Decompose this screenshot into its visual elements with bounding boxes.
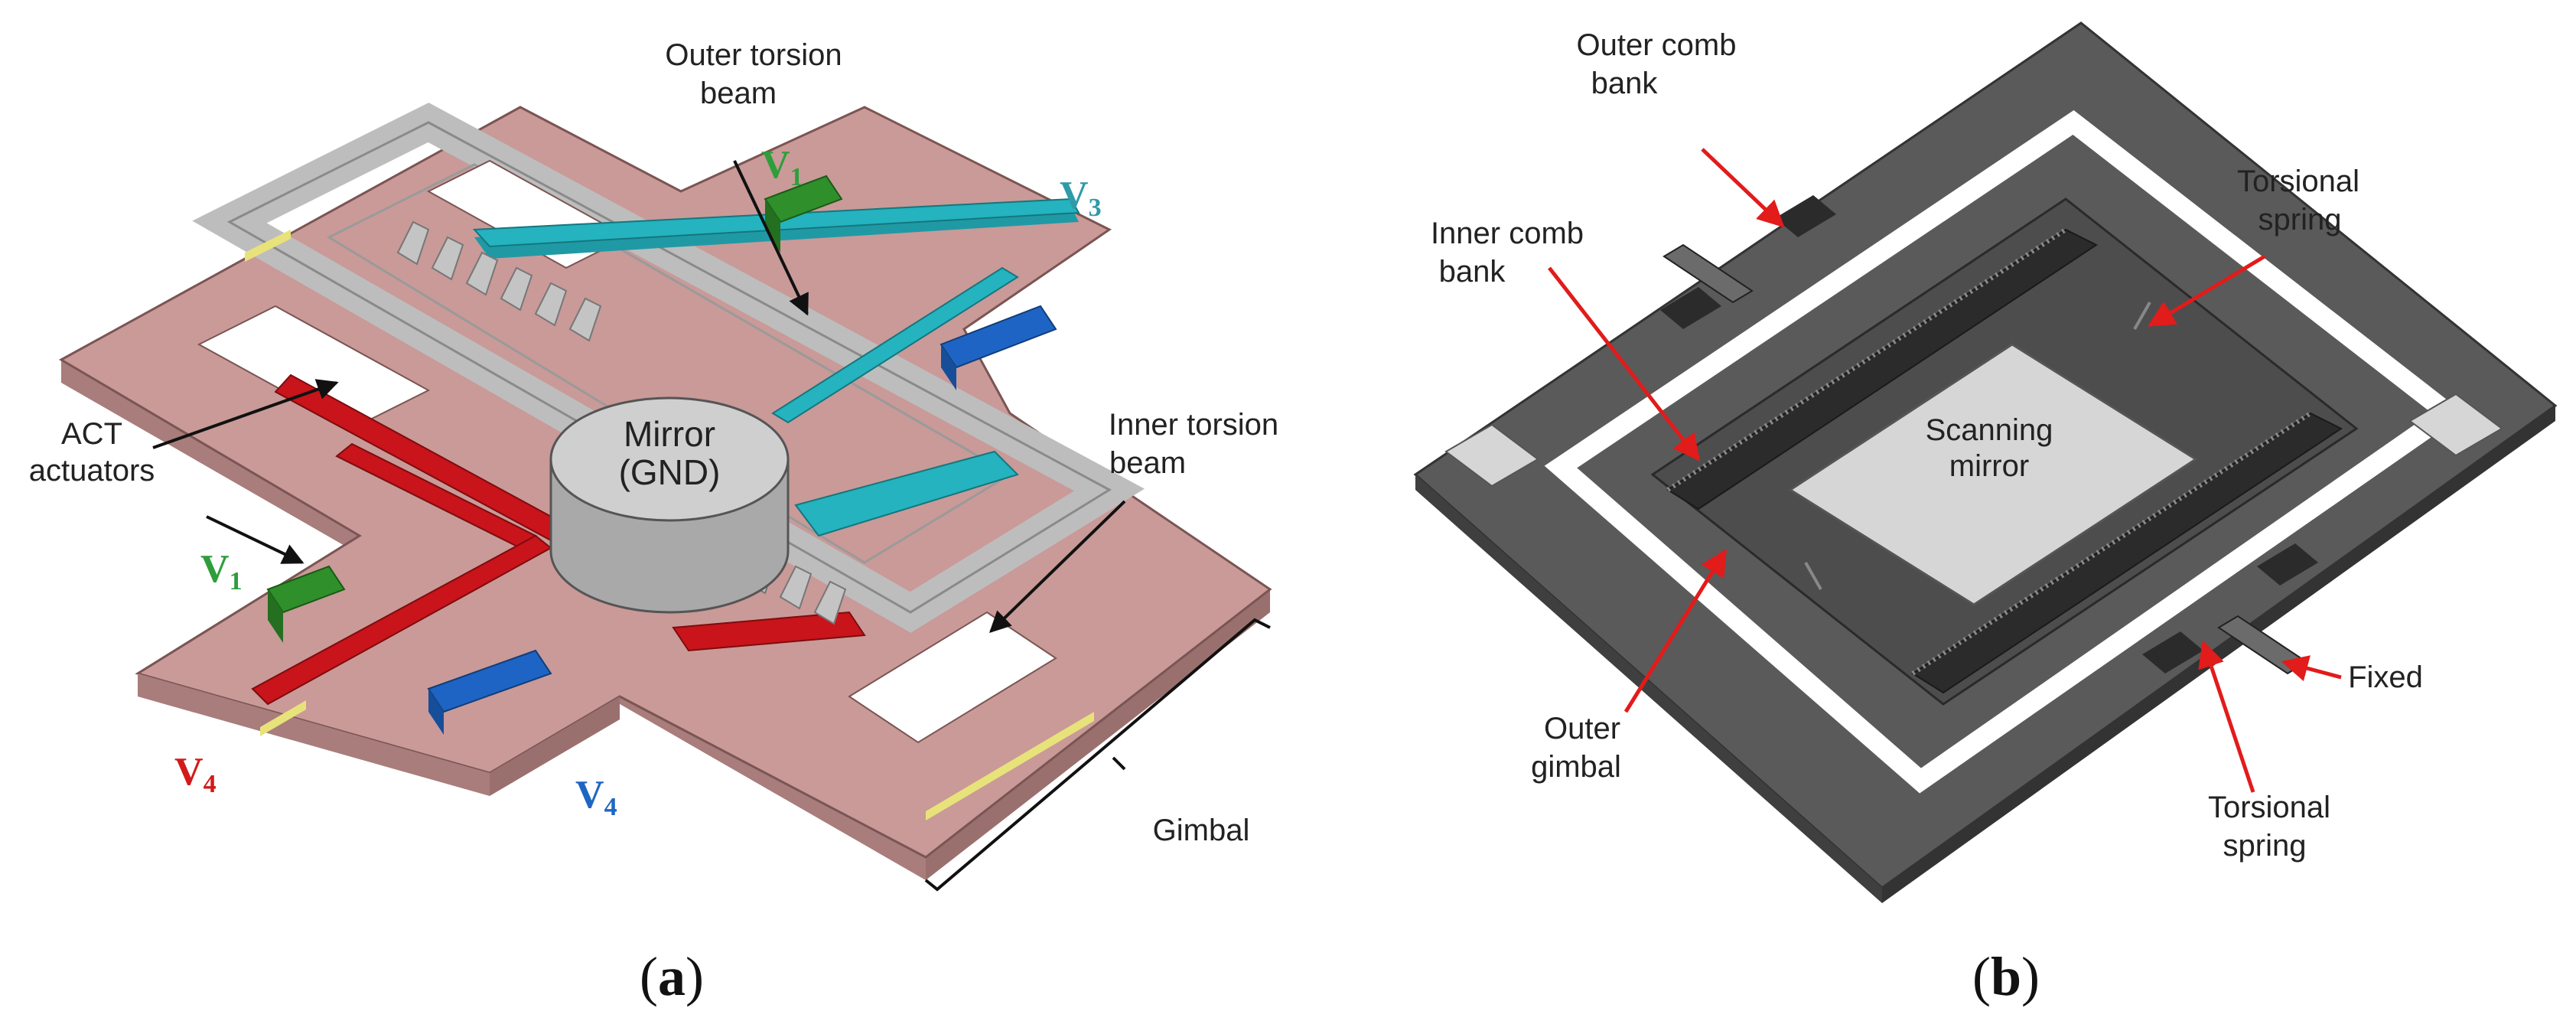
label-outer-gimbal-2: gimbal	[1531, 750, 1621, 784]
label-inner-torsion-beam-2: beam	[1109, 446, 1186, 480]
label-torsional-spring-top-1: Torsional	[2237, 165, 2359, 198]
annotation-arrows-b	[1548, 148, 2342, 793]
voltage-v3: V3	[1060, 174, 1102, 222]
label-outer-torsion-beam-1: Outer torsion	[665, 38, 842, 72]
caption-a: (a)	[640, 946, 704, 1007]
label-inner-comb-bank-1: Inner comb	[1431, 217, 1584, 250]
caption-b: (b)	[1972, 946, 2040, 1007]
mirror-label-line1: Mirror	[624, 414, 715, 454]
voltage-v1-top: V1	[761, 143, 803, 191]
gimbal-bracket	[924, 618, 1271, 892]
label-act-actuators-2: actuators	[29, 454, 155, 488]
voltage-v1-left: V1	[200, 547, 243, 595]
label-torsional-spring-bottom-2: spring	[2223, 829, 2307, 863]
inner-comb-banks	[1666, 227, 2343, 694]
label-outer-gimbal-1: Outer	[1544, 712, 1620, 745]
panel-a: Mirror (GND) Outer torsion beam ACT actu…	[29, 38, 1278, 1007]
panel-b: Scanning mirror Outer comb bank Torsiona…	[1413, 21, 2558, 1007]
torsional-springs	[1804, 302, 2151, 590]
outer-comb-banks	[1660, 195, 2318, 674]
label-inner-torsion-beam-1: Inner torsion	[1109, 408, 1278, 442]
blue-actuator-right	[940, 305, 1057, 390]
scanning-mirror-plate	[1788, 343, 2198, 606]
voltage-v4-red: V4	[174, 750, 217, 798]
label-fixed: Fixed	[2348, 661, 2423, 694]
label-outer-torsion-beam-2: beam	[700, 77, 777, 110]
label-torsional-spring-top-2: spring	[2258, 203, 2342, 236]
label-gimbal: Gimbal	[1153, 814, 1250, 847]
label-inner-comb-bank-2: bank	[1439, 255, 1506, 289]
label-scanning-mirror-2: mirror	[1949, 449, 2029, 483]
label-outer-comb-bank-1: Outer comb	[1577, 28, 1737, 62]
voltage-v4-blue: V4	[575, 773, 617, 821]
green-actuator-left	[266, 565, 346, 643]
anchor-strips	[245, 230, 1094, 820]
label-outer-comb-bank-2: bank	[1591, 67, 1659, 100]
blue-actuator-bottom	[427, 649, 552, 735]
label-scanning-mirror-1: Scanning	[1926, 413, 2053, 447]
cutout-right	[848, 611, 1057, 744]
green-actuator-top	[764, 175, 843, 253]
mirror-cylinder	[549, 396, 790, 614]
mirror-label-line2: (GND)	[619, 452, 721, 492]
label-act-actuators-1: ACT	[61, 417, 122, 451]
annotation-arrows-a	[152, 160, 1126, 633]
label-torsional-spring-bottom-1: Torsional	[2208, 791, 2330, 824]
